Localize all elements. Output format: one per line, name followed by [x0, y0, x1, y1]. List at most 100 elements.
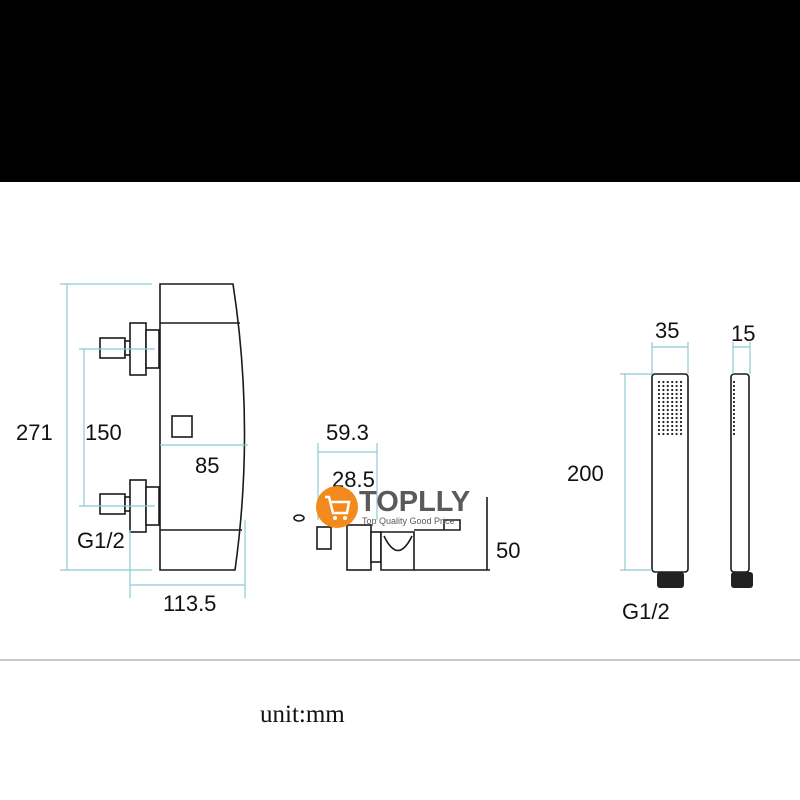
- nozzle-dot: [732, 408, 736, 412]
- nozzle-dot: [671, 424, 674, 428]
- nozzle-dot: [666, 392, 669, 396]
- nozzle-dot: [671, 384, 674, 388]
- nozzle-dot: [679, 388, 683, 392]
- nozzle-dot: [662, 384, 665, 388]
- nozzle-dot: [732, 396, 736, 400]
- nozzle-dot: [675, 416, 678, 420]
- nozzle-dot: [657, 388, 661, 392]
- mixer-side-view: [293, 497, 490, 571]
- nozzle-dot: [662, 388, 665, 392]
- nozzle-dot: [666, 424, 669, 428]
- nozzle-dot: [666, 404, 669, 408]
- nozzle-dot: [671, 412, 674, 416]
- nozzle-dot: [679, 432, 683, 436]
- nozzle-dot: [675, 392, 678, 396]
- nozzle-dot: [679, 404, 683, 408]
- nozzle-dot: [732, 428, 736, 432]
- nozzle-dot: [679, 428, 683, 432]
- nozzle-dot: [657, 396, 661, 400]
- nozzle-dot: [666, 400, 669, 404]
- thread-g12-right: G1/2: [622, 599, 670, 624]
- watermark-brand: TOPLLY: [359, 486, 470, 518]
- nozzle-dot: [671, 428, 674, 432]
- dim-50: 50: [496, 538, 520, 563]
- control-square: [171, 415, 193, 438]
- nozzle-dot: [732, 412, 736, 416]
- nozzle-dot: [679, 412, 683, 416]
- nozzle-dot: [671, 396, 674, 400]
- nozzle-dot: [657, 408, 661, 412]
- nozzle-dot: [679, 396, 683, 400]
- nozzle-dot: [662, 412, 665, 416]
- nozzle-dot: [732, 420, 736, 424]
- hand-shower-side: [730, 373, 753, 588]
- nozzle-dot: [675, 404, 678, 408]
- nozzle-dot: [675, 384, 678, 388]
- nozzle-dot: [666, 416, 669, 420]
- top-black-band: [0, 0, 800, 182]
- nozzle-dot: [732, 400, 736, 404]
- nozzle-dot: [666, 428, 669, 432]
- nozzle-dot: [671, 408, 674, 412]
- dim-35: 35: [655, 318, 679, 343]
- nozzle-dot: [666, 408, 669, 412]
- nozzle-dot: [662, 432, 665, 436]
- thread-g12-left: G1/2: [77, 528, 125, 553]
- nozzle-dot: [662, 424, 665, 428]
- nozzle-dot: [732, 424, 736, 428]
- nozzle-dot: [657, 416, 661, 420]
- nozzle-dot: [657, 412, 661, 416]
- nozzle-dot: [671, 380, 674, 384]
- nozzle-dot: [679, 384, 683, 388]
- nozzle-dot: [679, 392, 683, 396]
- nozzle-dot: [679, 380, 683, 384]
- nozzle-dot: [671, 392, 674, 396]
- nozzle-dot: [657, 420, 661, 424]
- nozzle-dot: [732, 432, 736, 436]
- unit-label: unit:mm: [260, 701, 345, 728]
- nozzle-dot: [662, 416, 665, 420]
- dim-150: 150: [85, 420, 122, 445]
- nozzle-dot: [666, 412, 669, 416]
- left-dimensions: [60, 283, 248, 598]
- nozzle-dot: [671, 432, 674, 436]
- nozzle-dot: [675, 424, 678, 428]
- nozzle-dot: [657, 428, 661, 432]
- nozzle-dot: [662, 392, 665, 396]
- nozzle-dot: [666, 384, 669, 388]
- nozzle-dot: [657, 380, 661, 384]
- topply-watermark: TOPLLY Top Quality Good Price: [316, 486, 470, 528]
- nozzle-dot: [675, 380, 678, 384]
- nozzle-dot: [657, 404, 661, 408]
- nozzle-dot: [675, 428, 678, 432]
- nozzle-dot: [657, 384, 661, 388]
- nozzle-dot: [671, 416, 674, 420]
- hand-shower-front: [651, 373, 689, 588]
- nozzle-dot: [675, 408, 678, 412]
- nozzle-dot: [666, 380, 669, 384]
- mixer-front-view: [99, 283, 246, 571]
- nozzle-dot: [679, 416, 683, 420]
- nozzle-dot: [679, 400, 683, 404]
- nozzle-dot: [679, 408, 683, 412]
- nozzle-dot: [679, 420, 683, 424]
- nozzle-dot: [662, 396, 665, 400]
- nozzle-dot: [662, 408, 665, 412]
- dim-113-5: 113.5: [163, 591, 216, 616]
- right-dimensions: [620, 342, 751, 571]
- nozzle-dot: [732, 416, 736, 420]
- nozzle-dot: [666, 388, 669, 392]
- nozzle-dot: [732, 404, 736, 408]
- nozzle-dot: [657, 432, 661, 436]
- nozzle-dot: [675, 400, 678, 404]
- nozzle-dot: [732, 384, 736, 388]
- nozzle-dot: [666, 432, 669, 436]
- cart-logo-icon: [316, 486, 358, 528]
- nozzle-dot: [675, 432, 678, 436]
- nozzle-dot: [662, 404, 665, 408]
- nozzle-dot: [732, 380, 736, 384]
- dim-85: 85: [195, 453, 219, 478]
- nozzle-dot: [671, 400, 674, 404]
